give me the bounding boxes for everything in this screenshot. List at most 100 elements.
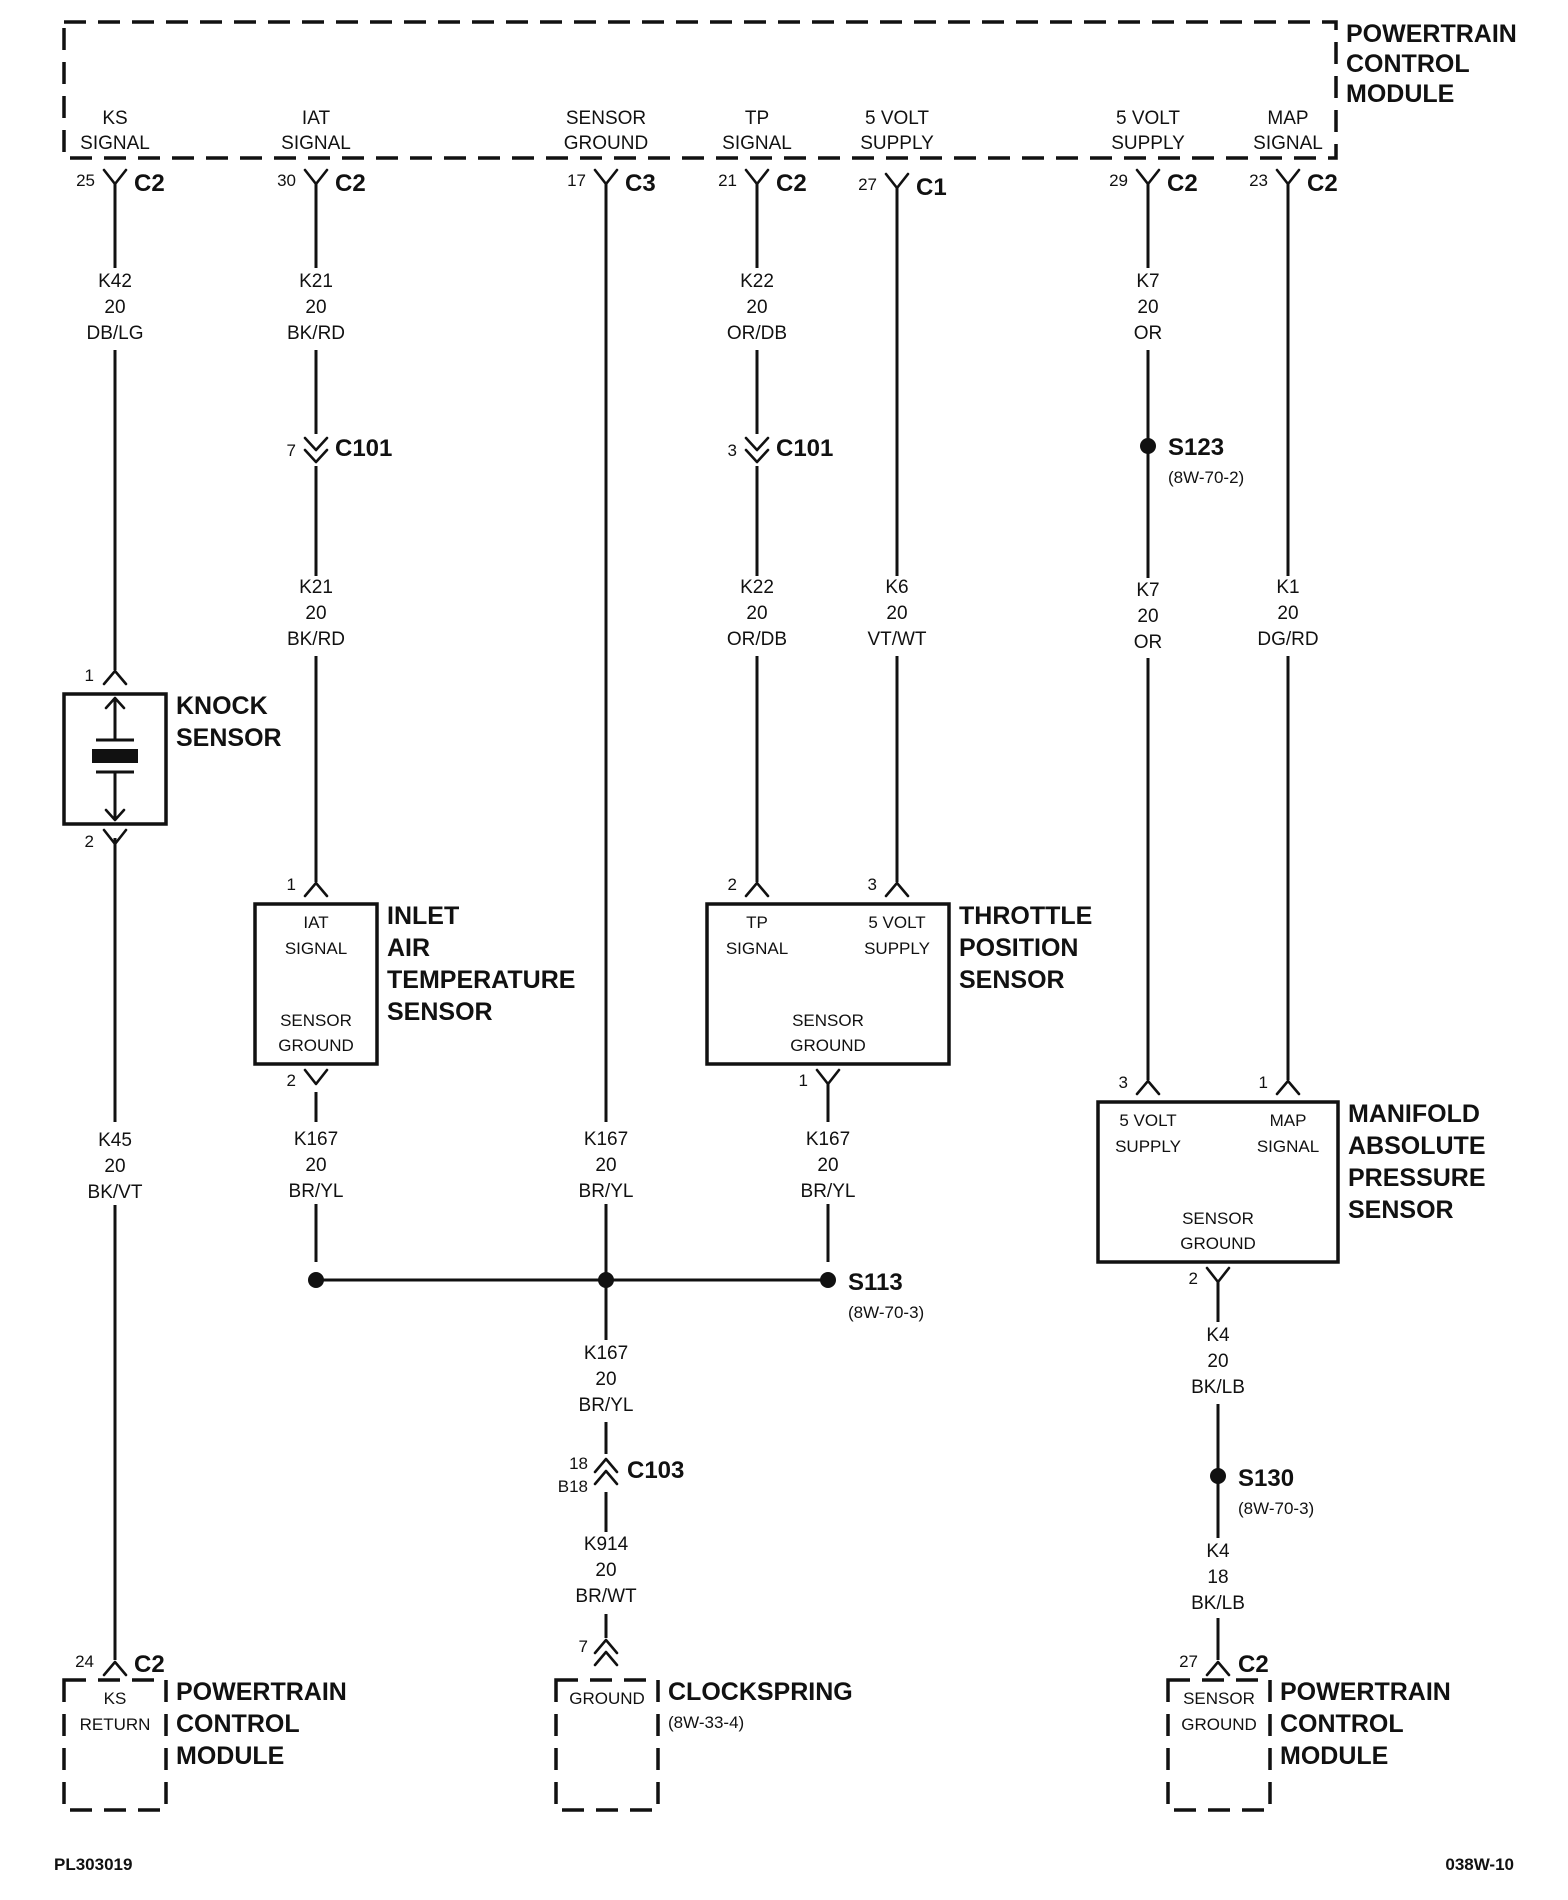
svg-text:SENSOR: SENSOR — [387, 998, 493, 1026]
svg-text:INLET: INLET — [387, 902, 459, 930]
pcm-top-box — [62, 20, 1338, 160]
svg-text:5 VOLT: 5 VOLT — [865, 108, 929, 129]
svg-text:C2: C2 — [776, 170, 807, 197]
svg-text:CONTROL: CONTROL — [1346, 50, 1470, 78]
svg-text:BK/RD: BK/RD — [287, 323, 345, 344]
svg-text:C2: C2 — [134, 170, 165, 197]
svg-text:S130: S130 — [1238, 1465, 1294, 1492]
svg-text:K4: K4 — [1206, 1541, 1230, 1562]
wire-label-k7-upper: K7 20 OR — [1134, 271, 1163, 344]
svg-text:20: 20 — [1277, 603, 1298, 624]
svg-text:2: 2 — [85, 832, 94, 851]
svg-text:S123: S123 — [1168, 434, 1224, 461]
splice-s130-dot — [1210, 1468, 1226, 1484]
pcm-pin-map: 23 C2 — [1249, 168, 1338, 197]
svg-text:IAT: IAT — [302, 108, 331, 129]
svg-text:3: 3 — [728, 441, 737, 460]
svg-text:SIGNAL: SIGNAL — [1257, 1137, 1319, 1156]
svg-text:23: 23 — [1249, 171, 1268, 190]
svg-text:POWERTRAIN: POWERTRAIN — [1280, 1678, 1451, 1706]
iat-sensor-title: INLET AIR TEMPERATURE SENSOR — [387, 902, 575, 1026]
svg-text:K7: K7 — [1136, 580, 1159, 601]
svg-text:B18: B18 — [558, 1477, 588, 1496]
svg-text:17: 17 — [567, 171, 586, 190]
svg-text:SENSOR: SENSOR — [176, 724, 282, 752]
svg-text:25: 25 — [76, 171, 95, 190]
svg-text:1: 1 — [1259, 1073, 1268, 1092]
pcm-pin-label-map: MAP SIGNAL — [1253, 108, 1323, 154]
svg-text:SIGNAL: SIGNAL — [285, 939, 347, 958]
svg-text:SENSOR: SENSOR — [792, 1011, 864, 1030]
svg-text:SENSOR: SENSOR — [1348, 1196, 1454, 1224]
svg-text:RETURN: RETURN — [80, 1715, 151, 1734]
svg-text:SIGNAL: SIGNAL — [281, 133, 351, 154]
svg-text:20: 20 — [104, 1156, 125, 1177]
pcm-top-title: POWERTRAIN CONTROL MODULE — [1346, 20, 1517, 108]
svg-text:(8W-70-2): (8W-70-2) — [1168, 468, 1244, 487]
svg-text:SENSOR: SENSOR — [959, 966, 1065, 994]
svg-text:20: 20 — [305, 1155, 326, 1176]
svg-text:20: 20 — [104, 297, 125, 318]
svg-text:K6: K6 — [885, 577, 908, 598]
wire-label-k7-lower: K7 20 OR — [1134, 580, 1163, 653]
svg-text:20: 20 — [817, 1155, 838, 1176]
svg-text:3: 3 — [1119, 1073, 1128, 1092]
map-sensor-title: MANIFOLD ABSOLUTE PRESSURE SENSOR — [1348, 1100, 1486, 1224]
knock-sensor-element-icon — [92, 696, 138, 822]
svg-text:C2: C2 — [1238, 1651, 1269, 1678]
knock-sensor: 1 2 — [62, 666, 168, 851]
svg-text:ABSOLUTE: ABSOLUTE — [1348, 1132, 1486, 1160]
svg-text:GROUND: GROUND — [790, 1036, 866, 1055]
svg-text:BK/VT: BK/VT — [88, 1182, 143, 1203]
splice-s130-label: S130 (8W-70-3) — [1238, 1465, 1314, 1518]
svg-text:C101: C101 — [776, 435, 833, 462]
svg-text:SUPPLY: SUPPLY — [1115, 1137, 1181, 1156]
svg-text:2: 2 — [728, 875, 737, 894]
svg-text:OR/DB: OR/DB — [727, 323, 787, 344]
svg-text:C2: C2 — [1167, 170, 1198, 197]
svg-text:K22: K22 — [740, 577, 774, 598]
svg-text:BR/YL: BR/YL — [579, 1181, 634, 1202]
svg-text:2: 2 — [287, 1071, 296, 1090]
svg-text:K7: K7 — [1136, 271, 1159, 292]
svg-text:SENSOR: SENSOR — [1183, 1689, 1255, 1708]
wire-label-k22-lower: K22 20 OR/DB — [727, 577, 787, 650]
clockspring: 7 GROUND CLOCKSPRING (8W-33-4) — [554, 1637, 853, 1812]
pcm-pin-label-5v-c2: 5 VOLT SUPPLY — [1111, 108, 1185, 154]
svg-text:DG/RD: DG/RD — [1257, 629, 1318, 650]
svg-text:20: 20 — [305, 297, 326, 318]
svg-text:20: 20 — [595, 1369, 616, 1390]
wire-label-k167-common: K167 20 BR/YL — [579, 1343, 634, 1416]
pcm-pin-sensor-ground: 17 C3 — [567, 168, 656, 197]
svg-text:5 VOLT: 5 VOLT — [1116, 108, 1180, 129]
footer-left-code: PL303019 — [54, 1855, 132, 1874]
svg-text:18: 18 — [569, 1454, 588, 1473]
pcm-pin-label-iat: IAT SIGNAL — [281, 108, 351, 154]
svg-text:(8W-33-4): (8W-33-4) — [668, 1713, 744, 1732]
svg-text:20: 20 — [1137, 606, 1158, 627]
svg-text:(8W-70-3): (8W-70-3) — [1238, 1499, 1314, 1518]
svg-text:SUPPLY: SUPPLY — [864, 939, 930, 958]
svg-text:27: 27 — [858, 175, 877, 194]
knock-sensor-title: KNOCK SENSOR — [176, 692, 282, 752]
svg-text:C103: C103 — [627, 1457, 684, 1484]
connector-c101-iat: 7 C101 — [287, 435, 392, 464]
svg-text:MAP: MAP — [1270, 1111, 1307, 1130]
splice-s113-label: S113 (8W-70-3) — [848, 1269, 924, 1322]
svg-text:POWERTRAIN: POWERTRAIN — [1346, 20, 1517, 48]
throttle-position-sensor: 2 3 TP SIGNAL 5 VOLT SUPPLY SENSOR GROUN… — [705, 875, 951, 1090]
svg-text:SENSOR: SENSOR — [1182, 1209, 1254, 1228]
wire-label-k4-upper: K4 20 BK/LB — [1191, 1325, 1245, 1398]
svg-text:SENSOR: SENSOR — [280, 1011, 352, 1030]
svg-text:20: 20 — [1137, 297, 1158, 318]
svg-text:18: 18 — [1207, 1567, 1228, 1588]
svg-text:TP: TP — [745, 108, 769, 129]
splice-s123-label: S123 (8W-70-2) — [1168, 434, 1244, 487]
svg-text:MODULE: MODULE — [1280, 1742, 1388, 1770]
svg-text:30: 30 — [277, 171, 296, 190]
wire-label-k167-iat: K167 20 BR/YL — [289, 1129, 344, 1202]
svg-text:5 VOLT: 5 VOLT — [868, 913, 925, 932]
map-sensor: 3 1 5 VOLT SUPPLY MAP SIGNAL SENSOR GROU… — [1096, 1073, 1340, 1288]
svg-text:MAP: MAP — [1267, 108, 1308, 129]
svg-text:BR/YL: BR/YL — [289, 1181, 344, 1202]
